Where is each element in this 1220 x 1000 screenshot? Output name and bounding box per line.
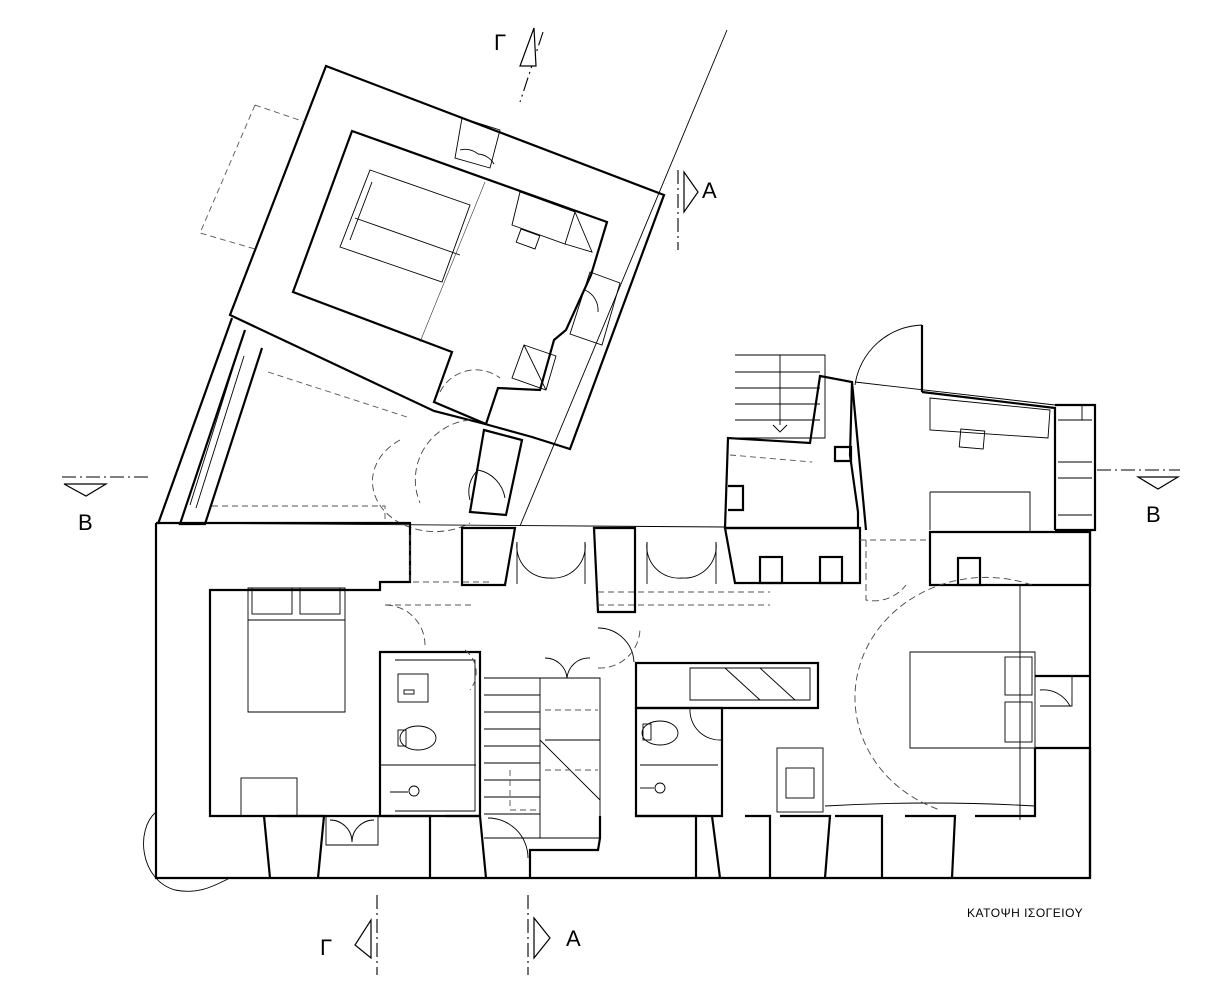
north-bedroom-inner-wall	[291, 129, 609, 426]
kitchen-counter	[634, 661, 820, 710]
main-house-outer-wall	[154, 523, 1092, 880]
north-wing-outer-wall	[228, 64, 666, 451]
section-label-a-bottom: A	[566, 926, 581, 951]
section-cut-a	[527, 170, 699, 975]
left-bedroom-bed	[247, 587, 346, 713]
section-label-g-top: Γ	[494, 30, 506, 55]
right-bathroom-sink-unit	[776, 747, 824, 813]
section-label-b-left: B	[78, 510, 93, 535]
right-wc-toilet	[641, 720, 679, 746]
left-wc-toilet	[399, 725, 437, 751]
north-wing	[199, 64, 666, 451]
ne-annex-wall	[723, 374, 860, 530]
section-label-g-bottom: Γ	[320, 935, 332, 960]
section-cut-g	[354, 27, 544, 975]
section-label-b-right: B	[1146, 502, 1161, 527]
right-wc-wall	[634, 706, 724, 818]
section-cut-b	[62, 469, 1181, 497]
main-stairs	[484, 677, 601, 839]
right-bedroom-bed	[909, 651, 1036, 749]
main-house	[143, 521, 1092, 892]
north-east-rooms	[723, 324, 1097, 602]
plan-title: ΚΑΤΟΨΗ ΙΣΟΓΕΙΟΥ	[967, 906, 1083, 920]
north-bedroom-bed	[339, 169, 471, 283]
left-wc-wall	[378, 650, 482, 818]
section-label-a-top: A	[702, 178, 717, 203]
